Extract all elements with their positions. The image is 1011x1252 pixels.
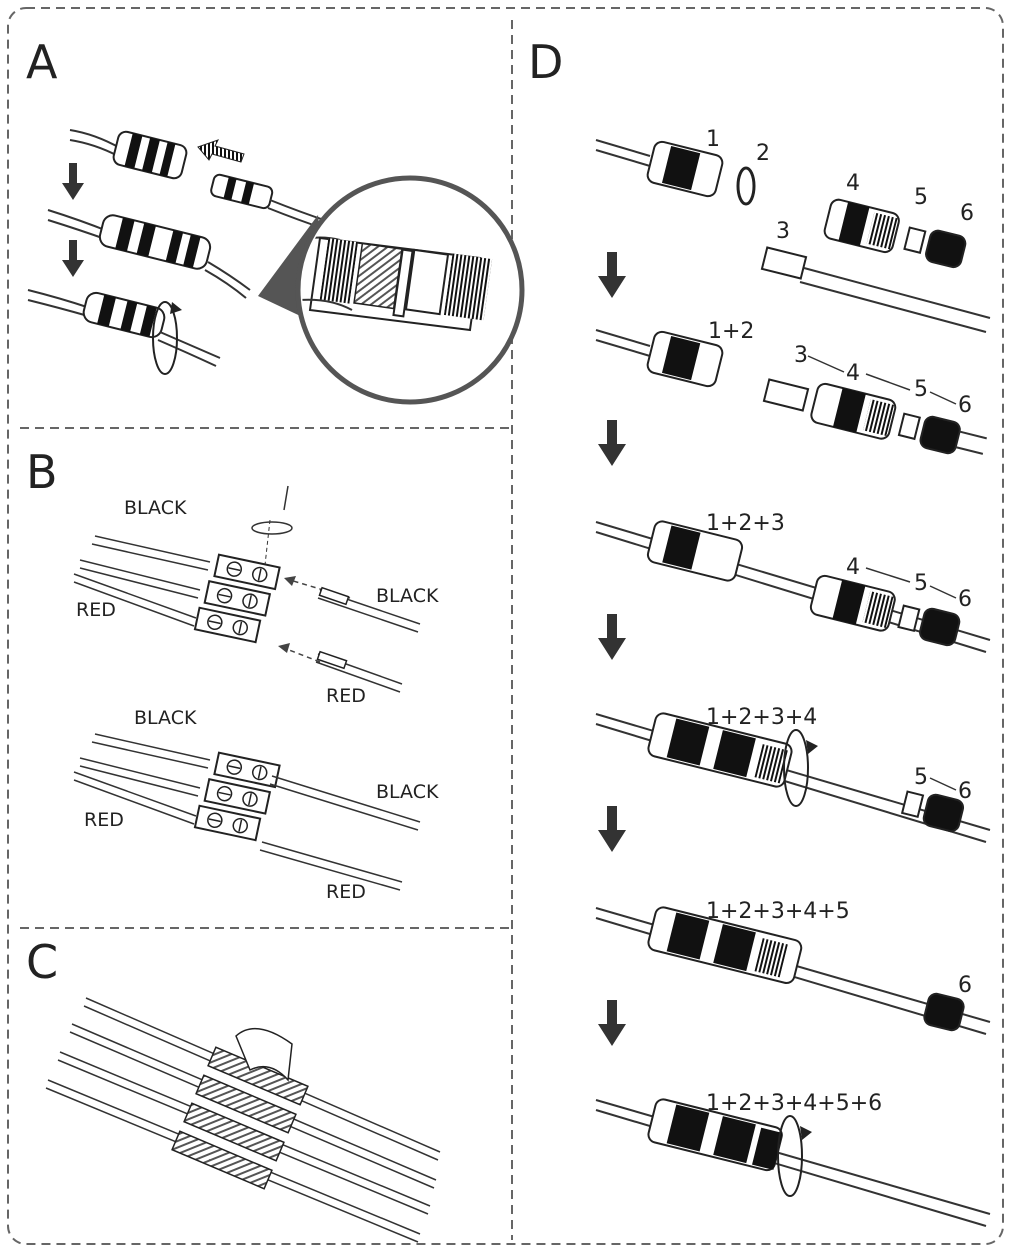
panel-a: A [26,35,525,405]
label-red-right-bottom: RED [326,881,366,903]
part-number: 3 [776,219,790,244]
part-number: 4 [846,171,860,196]
step-6-parts: 1+2+3+4+5+6 [595,1091,991,1227]
locked-barrel-plug [27,289,221,375]
zoom-detail-circle [295,175,525,405]
rotate-arrow-icon [777,1115,803,1197]
label-black-left-bottom: BLACK [134,707,197,729]
step-label: 1+2 [708,319,754,344]
step-3-parts: 1+2+3 4 5 6 [595,511,991,653]
step-down-arrow-icon [598,806,626,852]
label-black-left-top: BLACK [124,497,187,519]
part-number: 4 [846,555,860,580]
step-down-arrow-icon [598,1000,626,1046]
step-down-arrow-icon [598,252,626,298]
taped-wires [45,997,441,1243]
part-number: 1 [706,127,720,152]
rotate-arrow-icon [152,301,178,375]
part-number: 5 [914,185,928,210]
panel-c: C [26,935,441,1243]
part-number: 6 [960,201,974,226]
step-4-parts: 1+2+3+4 5 6 [595,705,991,843]
barrel-connector-male [210,173,331,231]
terminal-block-bottom: BLACK RED BLACK RED [73,707,439,903]
label-red-left-bottom: RED [84,809,124,831]
connected-barrel-plug [47,209,251,299]
outer-frame [7,7,1004,1245]
step-down-arrow-icon [598,614,626,660]
part-number: 6 [958,393,972,418]
step-down-arrow-icon [62,240,84,277]
part-number: 6 [958,973,972,998]
label-red-right-top: RED [326,685,366,707]
terminal-block-top: BLACK RED BLACK RED [73,485,439,707]
screw-rotate-icon [251,521,293,535]
part-number: 3 [794,343,808,368]
part-number: 2 [756,141,770,166]
step-5-parts: 1+2+3+4+5 6 [595,899,991,1035]
tape-wrap [171,1027,309,1190]
rotate-arrow-icon [783,729,809,807]
step-label: 1+2+3+4+5 [706,899,850,924]
label-red-left-top: RED [76,599,116,621]
push-arrow-icon [197,139,245,163]
step-label: 1+2+3 [706,511,785,536]
step-down-arrow-icon [598,420,626,466]
part-number: 4 [846,361,860,386]
step-1-parts: 1 2 4 5 6 3 [595,127,991,333]
part-number: 5 [914,765,928,790]
step-label: 1+2+3+4+5+6 [706,1091,882,1116]
panel-c-letter: C [26,935,58,989]
part-number: 6 [958,587,972,612]
label-black-right-top: BLACK [376,585,439,607]
label-black-right-bottom: BLACK [376,781,439,803]
step-down-arrow-icon [62,163,84,200]
panel-b-letter: B [26,445,58,499]
part-number: 5 [914,571,928,596]
barrel-connector-female [69,129,188,180]
step-label: 1+2+3+4 [706,705,817,730]
panel-a-letter: A [26,35,58,89]
part-number: 6 [958,779,972,804]
step-2-parts: 1+2 3 4 5 6 [595,319,987,455]
part-number: 5 [914,377,928,402]
panel-d: D 1 2 4 5 6 3 [528,35,991,1227]
panel-b: B BLACK RED BLACK RED [26,445,439,903]
panel-d-letter: D [528,35,563,89]
